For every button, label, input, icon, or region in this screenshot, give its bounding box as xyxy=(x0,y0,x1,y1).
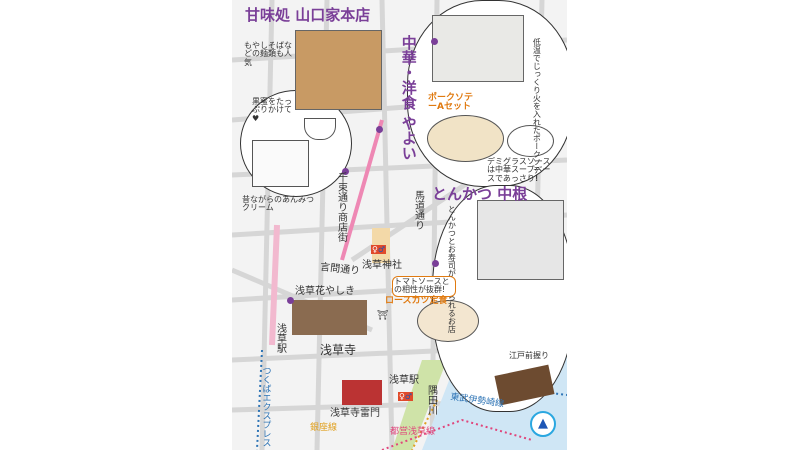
sensoji-temple xyxy=(292,300,367,335)
pork-saute-plate xyxy=(427,115,504,162)
asakusa-station-tx-label: 浅草駅 xyxy=(274,323,286,353)
station-road xyxy=(269,224,280,346)
yayoi-storefront xyxy=(432,15,524,82)
location-pin-icon xyxy=(342,168,349,175)
yamaguchiya-note: もやしそばなどの麺類も人気 xyxy=(244,41,292,67)
senzoku-street xyxy=(340,119,384,261)
nakane-title: とんかつ 中根 xyxy=(432,185,528,203)
tx-line xyxy=(256,349,263,450)
senzoku-street-label: 千束通り商店街 xyxy=(335,172,347,242)
rosukatsu-label: ロースカツ定食 xyxy=(385,296,448,306)
toei-line xyxy=(381,418,533,450)
rosukatsu-plate xyxy=(417,300,479,342)
location-pin-icon xyxy=(376,126,383,133)
dessert-note: 昔ながらのあんみつクリーム xyxy=(242,195,314,213)
sushi-label: 江戸前握り xyxy=(509,351,549,360)
kaminarimon-gate xyxy=(342,380,382,405)
sumida-river-label: 隅田川 xyxy=(425,385,437,415)
yayoi-note: 低温でじっくり火を入れたポークソテー xyxy=(532,38,542,182)
tx-line-label: つくばエクスプレス xyxy=(260,366,271,447)
ginza-line xyxy=(411,399,438,450)
nakane-storefront xyxy=(477,200,564,280)
jinja-label: 浅草神社 xyxy=(362,260,402,271)
pork-set-label: ポークソテーAセット xyxy=(428,93,474,113)
location-pin-icon xyxy=(431,38,438,45)
ginza-line-label: 銀座線 xyxy=(310,423,338,433)
illustrated-map: ♀♂ ♀♂ ⛩ ▲ 甘味処 山口家本店 もやしそばなどの麺類も人気 黒蜜をたっぷ… xyxy=(232,0,567,450)
sauce-note: デミグラスソースは中華スープベースであっさり! xyxy=(487,157,551,183)
toilet-icon: ♀♂ xyxy=(371,245,387,254)
kaminarimon-label: 浅草寺雷門 xyxy=(330,408,380,419)
yamaguchiya-title: 甘味処 山口家本店 xyxy=(245,6,371,24)
hanayashiki-label: 浅草花やしき xyxy=(295,286,355,297)
nakane-note: とんかつとお寿司が食べられるお店 xyxy=(447,205,457,333)
park xyxy=(392,360,447,450)
location-pin-icon xyxy=(287,297,294,304)
toei-line-label: 都営浅草線 xyxy=(390,427,436,437)
yayoi-title: 中華・洋食 やよい xyxy=(399,35,418,161)
rice-plate xyxy=(507,125,554,157)
sensoji-label: 浅草寺 xyxy=(320,343,357,357)
syrup-note: 黒蜜をたっぷりかけて♥ xyxy=(252,97,292,123)
shrine-gate-icon: ⛩ xyxy=(377,311,389,321)
asakusa-station-label: 浅草駅 xyxy=(389,375,419,386)
anmitsu-dish xyxy=(252,140,309,187)
coffee-cup xyxy=(304,118,336,140)
toilet-icon: ♀♂ xyxy=(398,392,414,401)
yamaguchiya-storefront xyxy=(295,30,382,110)
umamichi-label: 馬道通り xyxy=(412,190,424,230)
compass-icon: ▲ xyxy=(530,411,556,437)
tomato-note: トマトソースとの相性が抜群! xyxy=(392,276,456,297)
location-pin-icon xyxy=(432,260,439,267)
